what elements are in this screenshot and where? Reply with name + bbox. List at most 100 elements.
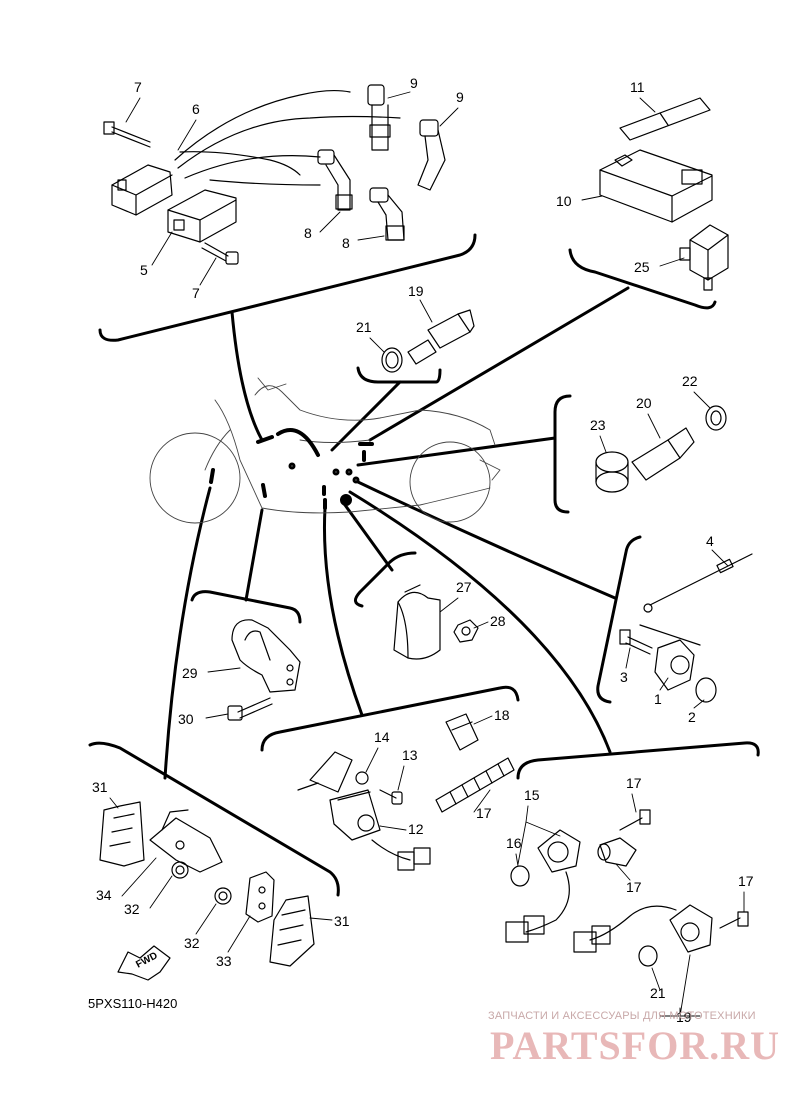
front-wheel bbox=[149, 432, 241, 524]
sensor-23-right bbox=[631, 427, 695, 481]
plug-cap-9-b bbox=[417, 119, 446, 191]
bracket-speed-sensor bbox=[516, 741, 760, 780]
switch-1 bbox=[639, 624, 701, 691]
o-ring-22 bbox=[638, 945, 658, 967]
band-11 bbox=[619, 97, 711, 141]
bracket-pedals bbox=[88, 741, 340, 897]
bracket-switch bbox=[596, 535, 642, 704]
callout-7-bottom: 7 bbox=[192, 285, 200, 301]
footrest-31-right bbox=[269, 895, 315, 967]
collar-18 bbox=[597, 837, 637, 867]
callout-7-top: 7 bbox=[134, 79, 142, 95]
callout-15: 15 bbox=[524, 787, 540, 803]
rear-wheel bbox=[409, 441, 491, 523]
callout-6: 6 bbox=[192, 101, 200, 117]
callout-12: 12 bbox=[408, 821, 424, 837]
bolt-17-top bbox=[619, 809, 651, 831]
callout-9-b: 9 bbox=[456, 89, 464, 105]
ignition-cables bbox=[174, 89, 401, 186]
o-ring-2 bbox=[695, 677, 717, 703]
callout-24-right: 22 bbox=[682, 373, 698, 389]
callout-34: 34 bbox=[96, 887, 112, 903]
callout-22: 21 bbox=[650, 985, 666, 1001]
bolt-13 bbox=[379, 789, 403, 805]
callout-11: 11 bbox=[630, 79, 645, 95]
leader-lines bbox=[163, 286, 630, 780]
callout-8-a: 8 bbox=[304, 225, 312, 241]
callout-18: 17 bbox=[626, 879, 642, 895]
boot-19 bbox=[435, 757, 515, 813]
bolt-7-bottom bbox=[201, 242, 239, 265]
callout-4: 4 bbox=[706, 533, 714, 549]
callout-16: 16 bbox=[506, 835, 522, 851]
callout-19: 17 bbox=[476, 805, 492, 821]
o-ring-16 bbox=[510, 865, 530, 887]
bolt-3 bbox=[619, 629, 653, 655]
cap-25 bbox=[595, 451, 629, 493]
bracket-34 bbox=[149, 809, 223, 873]
callout-28: 28 bbox=[490, 613, 506, 629]
nut-28 bbox=[453, 619, 479, 643]
callout-leaders bbox=[109, 91, 745, 1017]
bolt-30 bbox=[227, 697, 273, 721]
callout-1: 1 bbox=[654, 691, 662, 707]
callout-26: 25 bbox=[634, 259, 650, 275]
motorcycle-silhouette bbox=[149, 377, 501, 524]
diagram-code: 5PXS110-H420 bbox=[88, 996, 178, 1011]
callout-23-top: 19 bbox=[408, 283, 424, 299]
callout-14: 14 bbox=[374, 729, 390, 745]
plug-cap-8-b bbox=[369, 187, 405, 241]
callout-24-top: 21 bbox=[356, 319, 372, 335]
bracket-relay bbox=[260, 685, 520, 752]
callout-33: 33 bbox=[216, 953, 232, 969]
bracket-ignition-coils bbox=[98, 233, 477, 342]
sensor-21 bbox=[573, 904, 713, 953]
lead-4 bbox=[643, 553, 753, 613]
bracket-bracket-29 bbox=[190, 590, 302, 624]
callout-17-top: 17 bbox=[626, 775, 642, 791]
callout-31-left: 31 bbox=[92, 779, 108, 795]
ecu-10 bbox=[599, 149, 713, 223]
location-marks bbox=[209, 428, 374, 510]
callout-17-right: 17 bbox=[738, 873, 754, 889]
callout-9-a: 9 bbox=[410, 75, 418, 91]
watermark-tagline: ЗАПЧАСТИ И АКСЕССУАРЫ ДЛЯ МОТОТЕХНИКИ bbox=[488, 1010, 756, 1022]
bracket-33 bbox=[245, 871, 275, 923]
callout-5: 5 bbox=[140, 262, 148, 278]
group-brackets bbox=[88, 233, 760, 897]
sensor-15 bbox=[505, 829, 581, 943]
starter-relay-12 bbox=[297, 751, 431, 871]
plug-cap-9-a bbox=[367, 84, 391, 151]
relay-26 bbox=[679, 224, 729, 291]
callout-27: 27 bbox=[456, 579, 472, 595]
washer-14 bbox=[355, 771, 369, 785]
clip-20 bbox=[445, 713, 479, 751]
callout-3: 3 bbox=[620, 669, 628, 685]
callout-31-right: 31 bbox=[334, 913, 350, 929]
nut-32-right bbox=[214, 887, 232, 905]
callout-10: 10 bbox=[556, 193, 572, 209]
footrest-31-left bbox=[99, 801, 145, 867]
bracket-ecu bbox=[568, 248, 717, 310]
callout-32-right: 32 bbox=[184, 935, 200, 951]
ignition-coil-6 bbox=[111, 164, 173, 216]
collar-32-left bbox=[171, 861, 189, 879]
bolt-17-right bbox=[719, 911, 749, 929]
bracket-29 bbox=[231, 619, 301, 693]
bracket-sensor-right bbox=[553, 394, 572, 514]
temp-sensor-23-top bbox=[407, 309, 475, 365]
bracket-horn-box bbox=[354, 551, 417, 608]
watermark-logo: PARTSFOR.RU bbox=[490, 1023, 780, 1068]
callout-29: 29 bbox=[182, 665, 198, 681]
callout-numbers: 7 6 5 7 9 9 8 8 11 10 25 19 21 22 20 23 … bbox=[92, 75, 754, 1025]
bolt-7-top bbox=[103, 121, 151, 148]
fwd-arrow: FWD bbox=[117, 945, 171, 981]
horn-27 bbox=[393, 584, 441, 660]
callout-23-right: 20 bbox=[636, 395, 652, 411]
bracket-temp-sensor bbox=[356, 366, 442, 384]
callout-30: 30 bbox=[178, 711, 194, 727]
plug-cap-8-a bbox=[317, 149, 353, 211]
callout-32-left: 32 bbox=[124, 901, 140, 917]
